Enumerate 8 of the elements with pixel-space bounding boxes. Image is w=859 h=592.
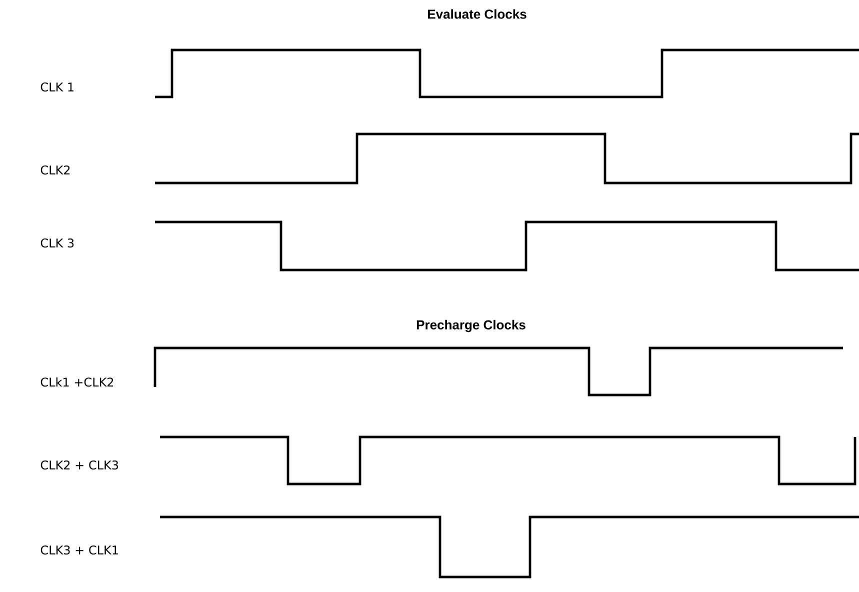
section-heading: Evaluate Clocks: [428, 9, 526, 19]
signal-label: CLK2 + CLK3: [40, 460, 118, 470]
signal-label: CLK 3: [40, 238, 74, 248]
section-heading: Precharge Clocks: [416, 320, 526, 332]
signal-label: CLK3 + CLK1: [40, 545, 118, 555]
signal-label: CLk1 +CLK2: [40, 377, 114, 387]
signal-label: CLK2: [40, 165, 70, 175]
signal-label: CLK 1: [40, 82, 74, 92]
